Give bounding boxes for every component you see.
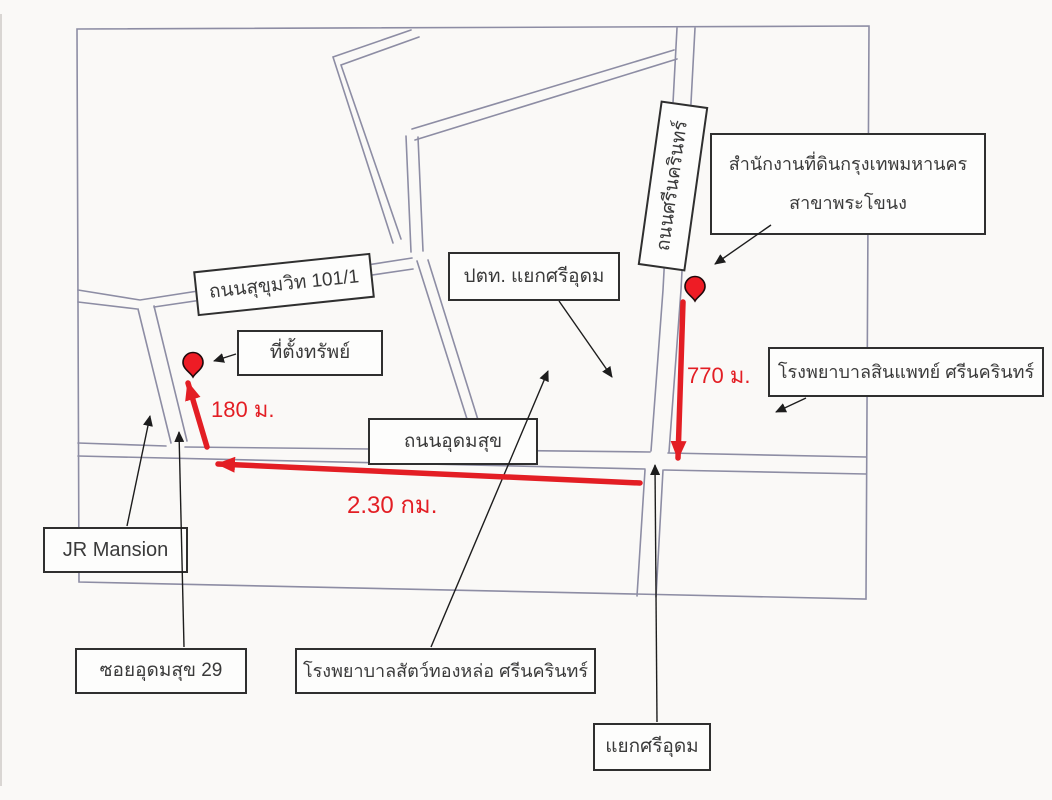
label-road-udomsuk-text: ถนนอุดมสุข <box>403 430 503 452</box>
distance-180m: 180 ม. <box>211 397 275 422</box>
road-udomsuk-top-a <box>77 442 167 447</box>
distance-770m: 770 ม. <box>687 363 751 388</box>
label-ptt-station: ปตท. แยกศรีอุดม <box>448 252 620 301</box>
road-srinakarin-left-b <box>636 469 646 597</box>
map-frame <box>76 25 870 600</box>
road-soi29-line1 <box>137 308 172 444</box>
label-road-udomsuk: ถนนอุดมสุข <box>368 418 538 465</box>
label-property-location-text: ที่ตั้งทรัพย์ <box>269 342 351 364</box>
label-sinpaet-hospital: โรงพยาบาลสินแพทย์ ศรีนครินทร์ <box>768 347 1044 397</box>
label-jr-mansion-text: JR Mansion <box>62 538 169 561</box>
road-diagonal-line2 <box>414 58 678 141</box>
label-sri-udom-intersection: แยกศรีอุดม <box>593 723 711 771</box>
label-road-sukhumvit-text: ถนนสุขุมวิท 101/1 <box>207 265 360 303</box>
road-srinakarin-right-b <box>655 469 664 598</box>
road-udomsuk-top-c <box>667 452 867 458</box>
label-land-office-line1: สำนักงานที่ดินกรุงเทพมหานคร <box>728 153 968 174</box>
road-diagonal-line1 <box>411 49 675 130</box>
label-soi-udomsuk-29: ซอยอุดมสุข 29 <box>75 648 247 694</box>
label-sri-udom-intersection-text: แยกศรีอุดม <box>605 736 699 758</box>
label-road-srinakarin-text: ถนนศรีนครินทร์ <box>653 119 693 253</box>
road-udomsuk-bottom-b <box>663 469 867 475</box>
scan-edge-artifact <box>0 14 2 786</box>
road-link-line2 <box>417 136 424 252</box>
label-land-office-line2: สาขาพระโขนง <box>789 193 907 214</box>
roads-group <box>76 25 870 600</box>
label-animal-hospital: โรงพยาบาลสัตว์ทองหล่อ ศรีนครินทร์ <box>295 648 596 694</box>
distance-2-30km: 2.30 กม. <box>347 492 438 519</box>
road-sukhumvit-bottom-a <box>77 301 138 310</box>
road-northwest-line1 <box>331 29 412 244</box>
label-soi-udomsuk-29-text: ซอยอุดมสุข 29 <box>99 660 223 682</box>
road-soi29-line2 <box>153 305 188 442</box>
road-northwest-line2 <box>339 36 420 240</box>
label-animal-hospital-text: โรงพยาบาลสัตว์ทองหล่อ ศรีนครินทร์ <box>302 660 589 681</box>
road-udomsuk-bottom-a <box>77 455 646 470</box>
label-property-location: ที่ตั้งทรัพย์ <box>237 330 383 376</box>
road-link-line1 <box>405 135 412 253</box>
label-sinpaet-hospital-text: โรงพยาบาลสินแพทย์ ศรีนครินทร์ <box>777 361 1035 382</box>
label-ptt-station-text: ปตท. แยกศรีอุดม <box>463 265 605 287</box>
label-jr-mansion: JR Mansion <box>43 527 188 573</box>
label-land-office: สำนักงานที่ดินกรุงเทพมหานคร สาขาพระโขนง <box>710 133 986 235</box>
